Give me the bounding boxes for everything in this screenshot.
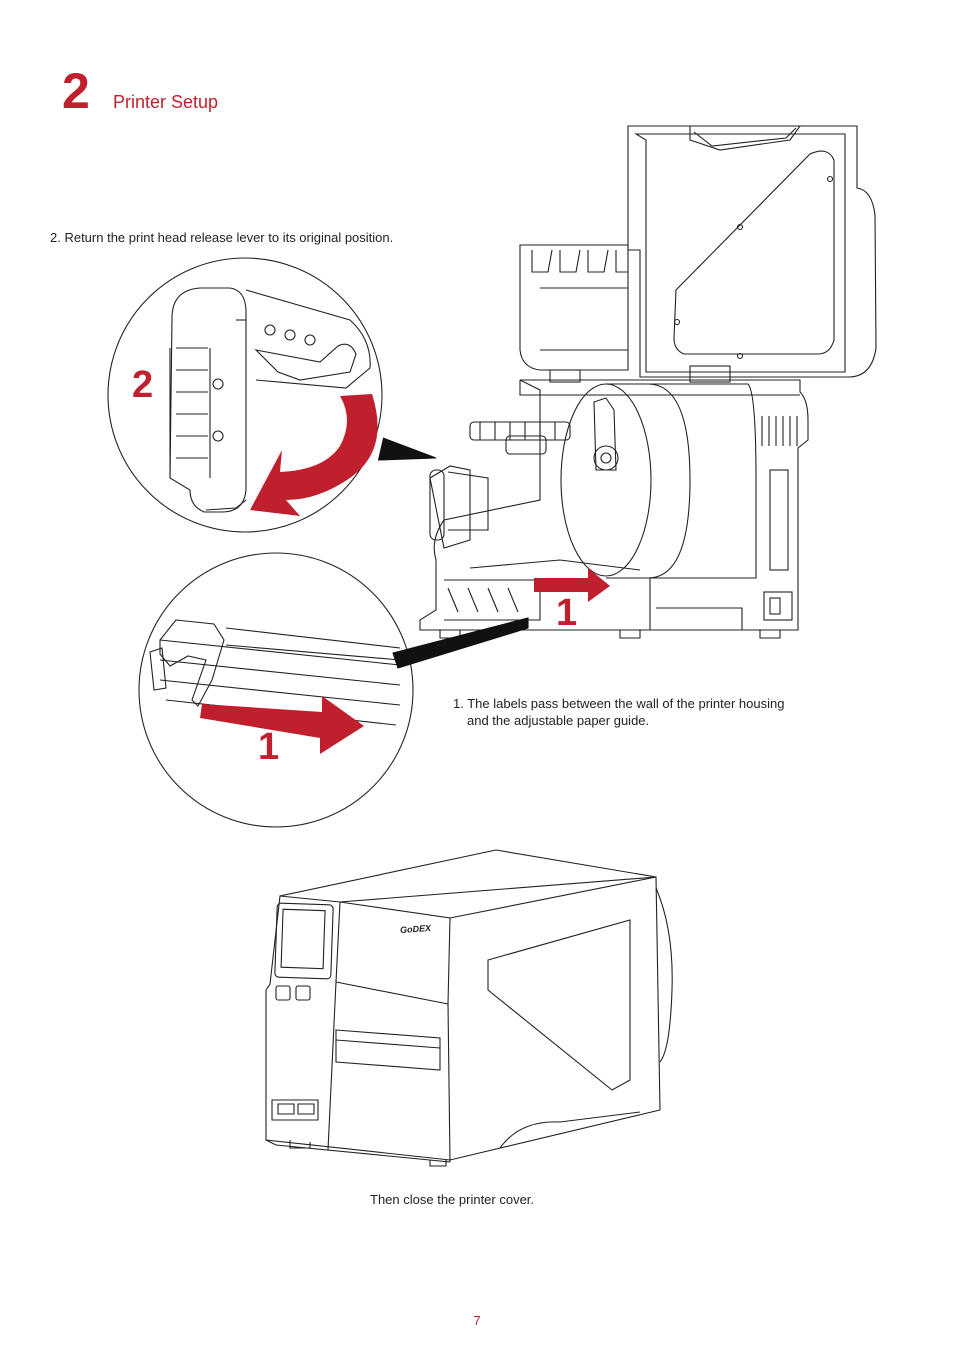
step-1-instruction-line2: and the adjustable paper guide. [467, 713, 650, 728]
step-1-instruction-line1: 1. The labels pass between the wall of t… [453, 696, 785, 711]
red-arrows [200, 394, 610, 754]
close-cover-instruction: Then close the printer cover. [370, 1192, 535, 1207]
page-number: 7 [473, 1313, 481, 1328]
printer-brand-label: GoDEX [399, 922, 432, 936]
closed-printer-illustration [265, 849, 673, 1167]
printer-callout-number: 1 [556, 592, 578, 634]
open-printer-illustration [419, 125, 877, 639]
detail-2-number: 2 [132, 364, 154, 406]
section-number: 2 [62, 63, 90, 119]
section-title: Printer Setup [113, 92, 219, 112]
step-2-instruction: 2. Return the print head release lever t… [50, 230, 394, 245]
detail-circle-1 [138, 552, 529, 828]
detail-circle-2 [107, 257, 437, 533]
detail-1-number: 1 [258, 726, 280, 768]
